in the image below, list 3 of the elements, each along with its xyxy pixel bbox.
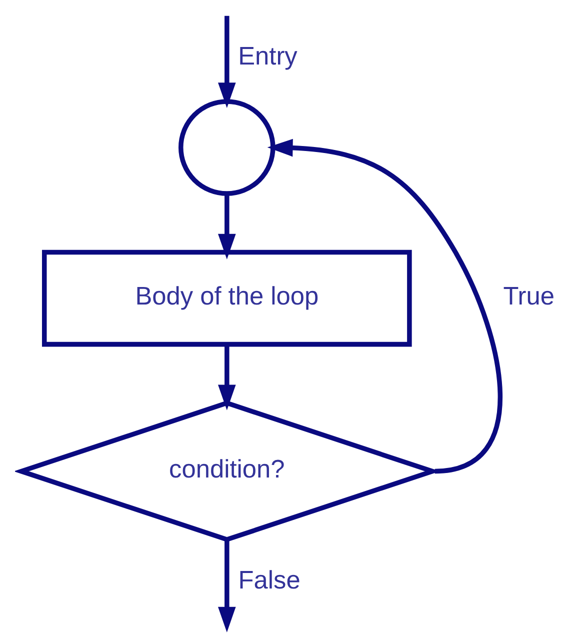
edge-label: True	[503, 282, 554, 310]
edge-label: False	[238, 566, 300, 594]
edge-label: Entry	[238, 42, 298, 71]
